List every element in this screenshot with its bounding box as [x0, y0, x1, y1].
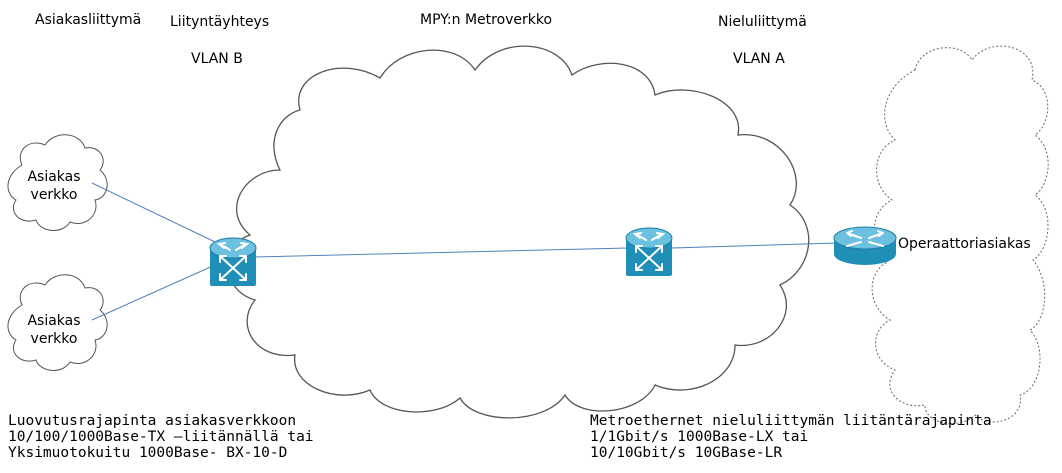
operator-cloud [871, 45, 1049, 425]
link-customer1-switch [91, 182, 216, 243]
customer-network-1-line1: Asiakas [27, 169, 81, 185]
customer-network-1-label: Asiakas verkko [9, 168, 99, 204]
metro-cloud [227, 45, 810, 419]
right-note-line-2: 1/1Gbit/s 1000Base-LX tai [590, 429, 809, 445]
router-icon [833, 226, 897, 265]
header-connection: Liityntäyhteys [170, 14, 270, 30]
header-customer-interface: Asiakasliittymä [35, 12, 142, 28]
right-note-line-1: Metroethernet nieluliittymän liitäntäraj… [590, 413, 992, 429]
switch-right-icon [625, 227, 673, 276]
right-note: Metroethernet nieluliittymän liitäntäraj… [590, 413, 992, 461]
left-note-line-2: 10/100/1000Base-TX –liitännällä tai [8, 429, 314, 445]
link-switch-router [671, 242, 839, 249]
link-switch-switch [254, 247, 629, 258]
switch-left-icon [209, 237, 257, 286]
operator-customer-label: Operaattoriasiakas [898, 236, 1031, 252]
customer-cloud-1 [7, 134, 108, 231]
customer-network-2-line1: Asiakas [27, 313, 81, 329]
customer-cloud-2 [7, 274, 108, 371]
left-note-line-3: Yksimuotokuitu 1000Base- BX-10-D [8, 445, 288, 461]
left-note-line-1: Luovutusrajapinta asiakasverkkoon [8, 413, 297, 429]
header-sink-interface: Nieluliittymä [718, 14, 807, 30]
header-vlan-a: VLAN A [733, 51, 785, 67]
header-metro-network: MPY:n Metroverkko [420, 12, 553, 28]
header-vlan-b: VLAN B [191, 51, 243, 67]
customer-network-2-line2: verkko [30, 331, 78, 347]
customer-network-1-line2: verkko [30, 187, 78, 203]
customer-network-2-label: Asiakas verkko [9, 312, 99, 348]
right-note-line-3: 10/10Gbit/s 10GBase-LR [590, 445, 783, 461]
link-customer2-switch [91, 264, 216, 321]
